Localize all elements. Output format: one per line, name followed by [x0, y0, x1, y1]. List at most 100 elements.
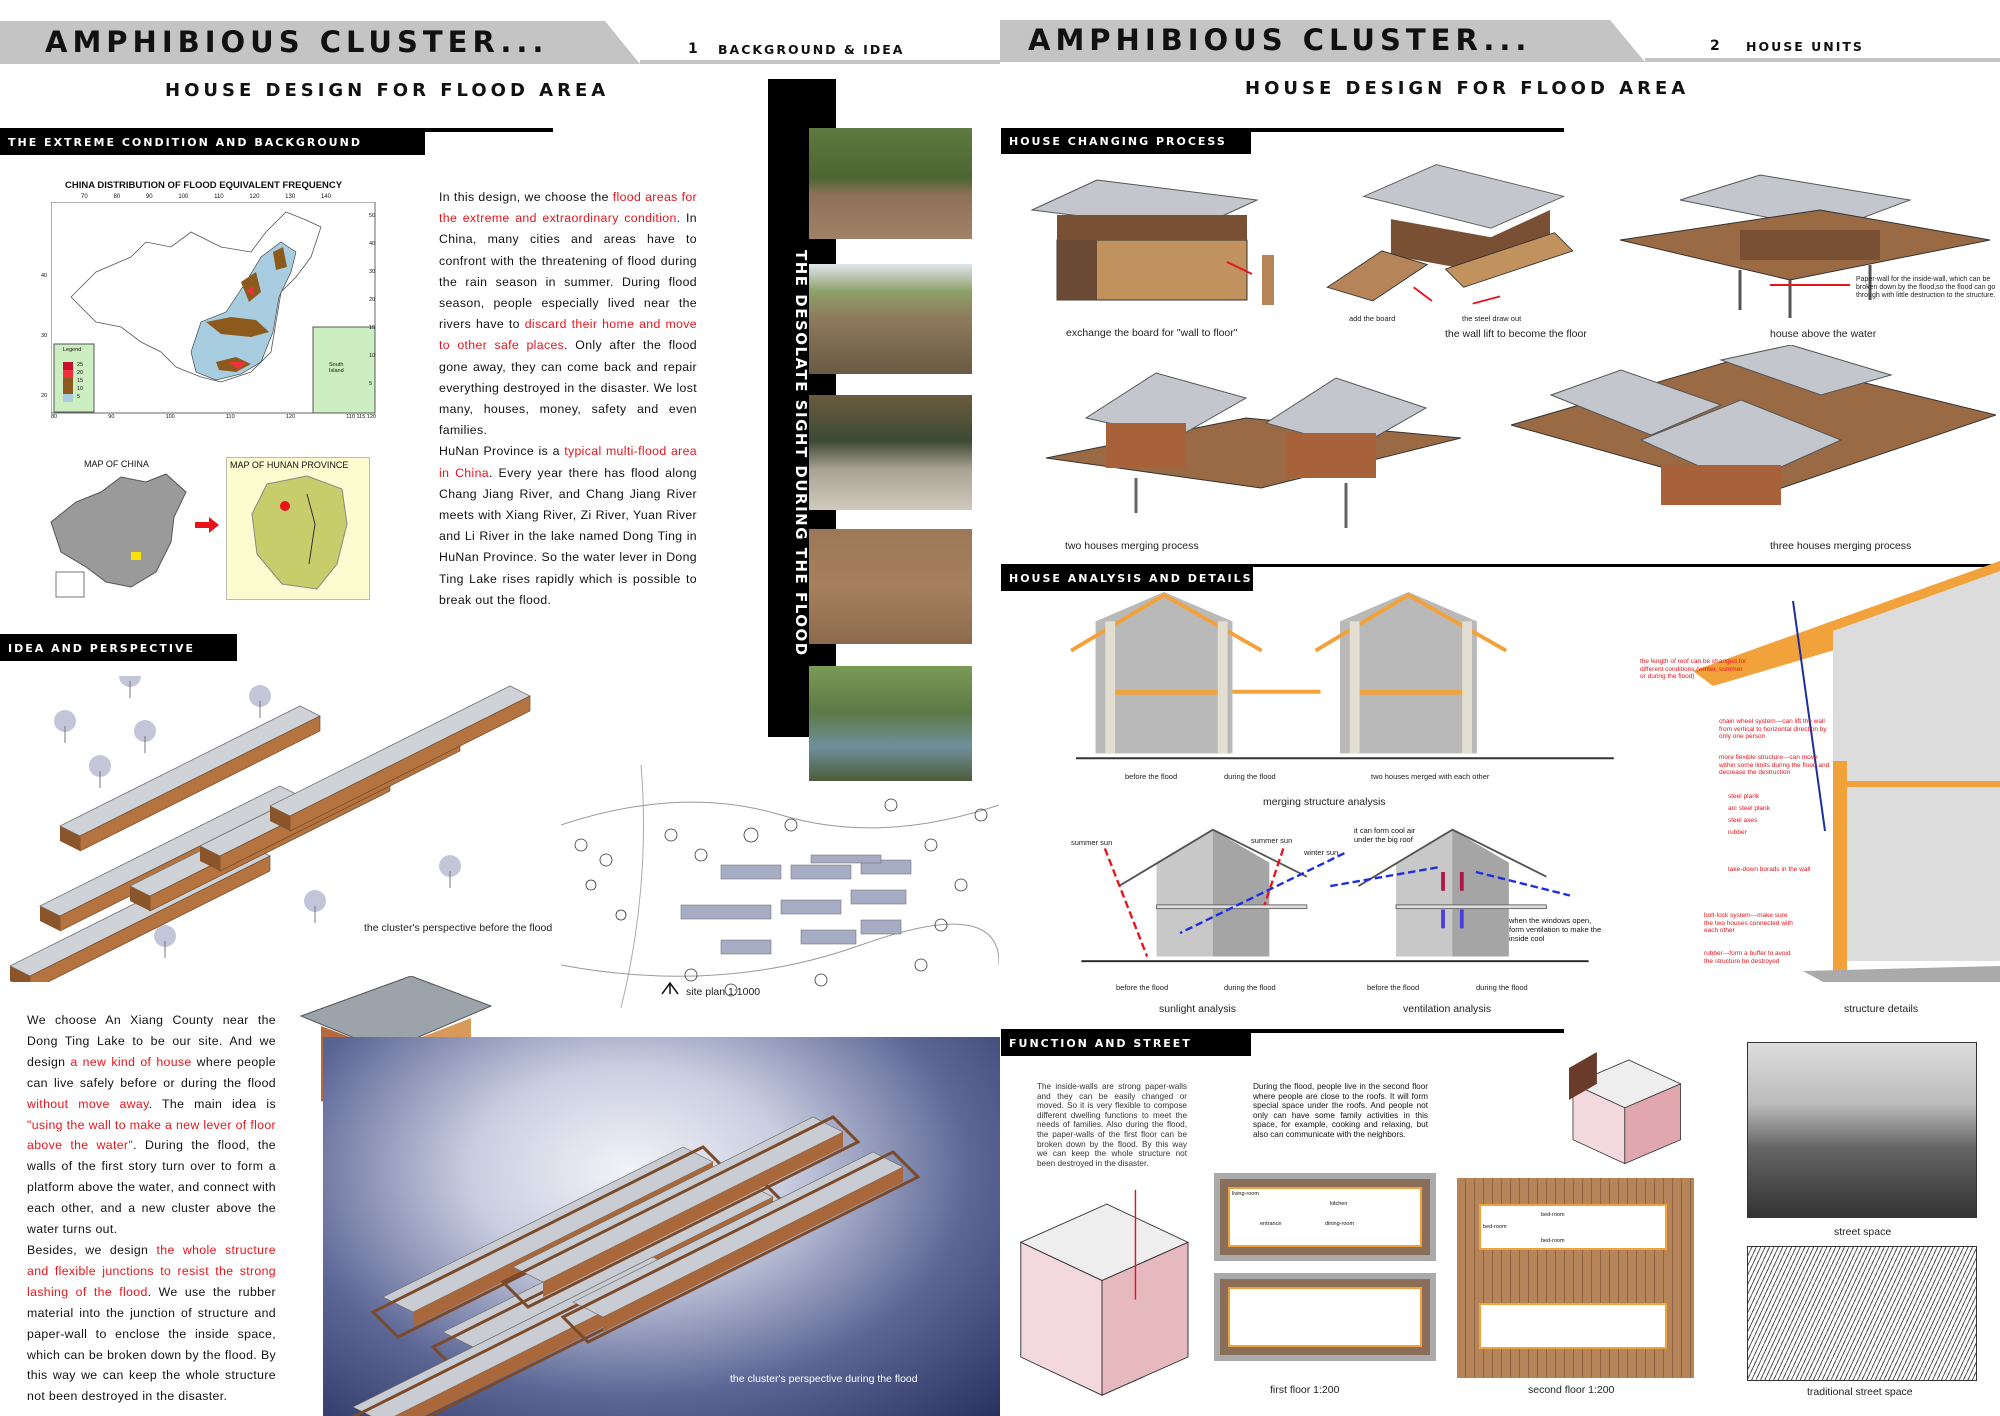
flood-photo-wading: [809, 529, 972, 644]
caption-house-above-water: house above the water: [1770, 328, 1877, 340]
body-text: where people can live safely before or d…: [27, 1054, 276, 1090]
hunan-province-graphic: [251, 475, 348, 590]
section-bar-changing: HOUSE CHANGING PROCESS: [1001, 129, 1251, 154]
body-text: . During the flood, the walls of the fir…: [27, 1138, 276, 1237]
highlighted-text: flood areas for the extreme and extraord…: [439, 190, 697, 226]
highlighted-text: a new kind of house: [70, 1054, 192, 1069]
legend-label: 10: [77, 386, 84, 392]
tick: 40: [369, 241, 376, 247]
room-label: entrance: [1260, 1221, 1282, 1227]
section-bar-analysis: HOUSE ANALYSIS AND DETAILS: [1001, 566, 1253, 591]
plan-rooms-top: bed-room bed-room bed-room: [1479, 1204, 1667, 1250]
flood-photo-villagers: [809, 395, 972, 510]
note-bolt-lock: bolt-lock system---make sure the two hou…: [1704, 912, 1793, 934]
paper-wall-note: Paper-wall for the inside-wall, which ca…: [1856, 276, 1996, 300]
body-text: . Every year there has flood along Chang…: [439, 465, 697, 607]
traditional-street-sketch: [1747, 1246, 1977, 1381]
room-label: kitchen: [1330, 1201, 1348, 1207]
left-section-name: BACKGROUND & IDEA: [718, 42, 905, 57]
cluster-perspective-during-flood: the cluster's perspective during the flo…: [323, 1037, 1000, 1416]
plan-rooms: [1228, 1287, 1422, 1347]
body-text: HuNan Province is a: [439, 444, 565, 459]
section-rule: [1001, 1029, 1564, 1033]
right-header-band: [1000, 20, 1645, 62]
caption-before-flood: the cluster's perspective before the flo…: [364, 922, 553, 934]
right-section-number: 2: [1710, 38, 1722, 54]
right-subtitle: HOUSE DESIGN FOR FLOOD AREA: [1245, 78, 1690, 99]
wall-lift-diagram: [1326, 164, 1574, 305]
caption-sunlight: sunlight analysis: [1159, 1003, 1237, 1015]
tick: 20: [369, 297, 376, 303]
body-text: . In China, many cities and areas have t…: [439, 211, 697, 332]
plan-deck: living-room kitchen entrance dining-room: [1220, 1179, 1430, 1255]
first-floor-isometric: [1019, 1189, 1190, 1396]
label-during-flood: during the flood: [1224, 983, 1276, 992]
floating-cluster-graphic: [341, 1115, 920, 1416]
tick: 30: [41, 333, 48, 339]
hunan-paragraph: HuNan Province is a typical multi-flood …: [439, 441, 697, 611]
house-above-water-diagram: [1620, 174, 1991, 318]
plan-deck: [1220, 1279, 1430, 1355]
room-label: bed-room: [1541, 1238, 1565, 1244]
structure-details-diagram: [1693, 561, 2000, 982]
idea-text-column: We choose An Xiang County near the Dong …: [27, 1010, 276, 1407]
room-label: bed-room: [1483, 1224, 1507, 1230]
label-summer-sun-2: summer sun: [1251, 836, 1293, 845]
legend-label: 20: [77, 370, 84, 376]
site-plan: [561, 765, 999, 1008]
body-text: In this design, we choose the: [439, 190, 613, 204]
red-arrow-icon: [195, 517, 219, 533]
right-title: AMPHIBIOUS CLUSTER...: [1028, 23, 1532, 57]
label-summer-sun: summer sun: [1071, 838, 1113, 847]
intro-paragraph: In this design, we choose the flood area…: [439, 187, 697, 441]
legend-label: 5: [77, 394, 81, 400]
tick: 110: [225, 414, 235, 420]
map-of-china: [50, 473, 187, 598]
structure-paragraph: Besides, we design the whole structure a…: [27, 1240, 276, 1407]
label-cool-air: it can form cool air under the big roof: [1354, 826, 1416, 844]
plan-unit-top: living-room kitchen entrance dining-room: [1214, 1173, 1436, 1261]
caption-exchange-board: exchange the board for "wall to floor": [1066, 327, 1238, 339]
caption-site-plan: site plan 1:1000: [686, 986, 761, 998]
sunlight-ventilation-sections: [1081, 828, 1589, 963]
china-flood-map-graphic: [51, 202, 376, 414]
map-title: CHINA DISTRIBUTION OF FLOOD EQUIVALENT F…: [65, 180, 343, 191]
tick: 110 115 120: [346, 414, 376, 420]
tick: 20: [41, 393, 48, 399]
section-bar-idea: IDEA AND PERSPECTIVE: [0, 636, 237, 661]
body-text: . Only after the flood gone away, they c…: [439, 338, 697, 438]
highlighted-text: the whole structure and flexible junctio…: [27, 1242, 276, 1299]
right-header-rule: [1645, 58, 2000, 62]
highlighted-text: typical multi-flood area in China: [439, 444, 697, 480]
tick: 140: [320, 194, 331, 200]
tick: 70: [81, 194, 88, 200]
note-rubber: rubber: [1728, 829, 1747, 836]
two-houses-merging-diagram: [1046, 372, 1461, 528]
tick: 15: [369, 325, 376, 331]
plan-unit-bottom: [1214, 1273, 1436, 1361]
caption-first-floor: first floor 1:200: [1270, 1384, 1340, 1396]
function-text-walls: The inside-walls are strong paper-walls …: [1037, 1082, 1187, 1168]
section-rule: [1001, 128, 1564, 132]
second-floor-plan: bed-room bed-room bed-room: [1457, 1178, 1694, 1378]
function-text-second-floor: During the flood, people live in the sec…: [1253, 1082, 1428, 1139]
left-subtitle: HOUSE DESIGN FOR FLOOD AREA: [165, 80, 610, 101]
left-section-number: 1: [688, 41, 700, 57]
plan-rooms-bottom: [1479, 1303, 1667, 1349]
caption-during-flood: the cluster's perspective during the flo…: [730, 1373, 918, 1385]
label-steel-draw-out: the steel draw out: [1462, 314, 1522, 323]
right-section-name: HOUSE UNITS: [1746, 39, 1864, 54]
note-take-down-boards: take-down borads in the wall: [1728, 866, 1811, 873]
body-text: . The main idea is: [148, 1096, 277, 1111]
merging-structure-sections: [1070, 592, 1614, 760]
room-label: bed-room: [1541, 1212, 1565, 1218]
note-rubber-buffer: rubber---form a buffer to avoid the stru…: [1704, 950, 1791, 965]
second-floor-isometric: [1568, 1052, 1682, 1165]
legend-title: Legend: [63, 347, 82, 353]
flood-photo-boat: [809, 666, 972, 781]
highlighted-text: discard their home and move to other saf…: [439, 317, 697, 353]
legend-label: 25: [77, 362, 84, 368]
tick: 110: [214, 194, 224, 200]
label-two-houses-merged: two houses merged with each other: [1371, 772, 1490, 781]
